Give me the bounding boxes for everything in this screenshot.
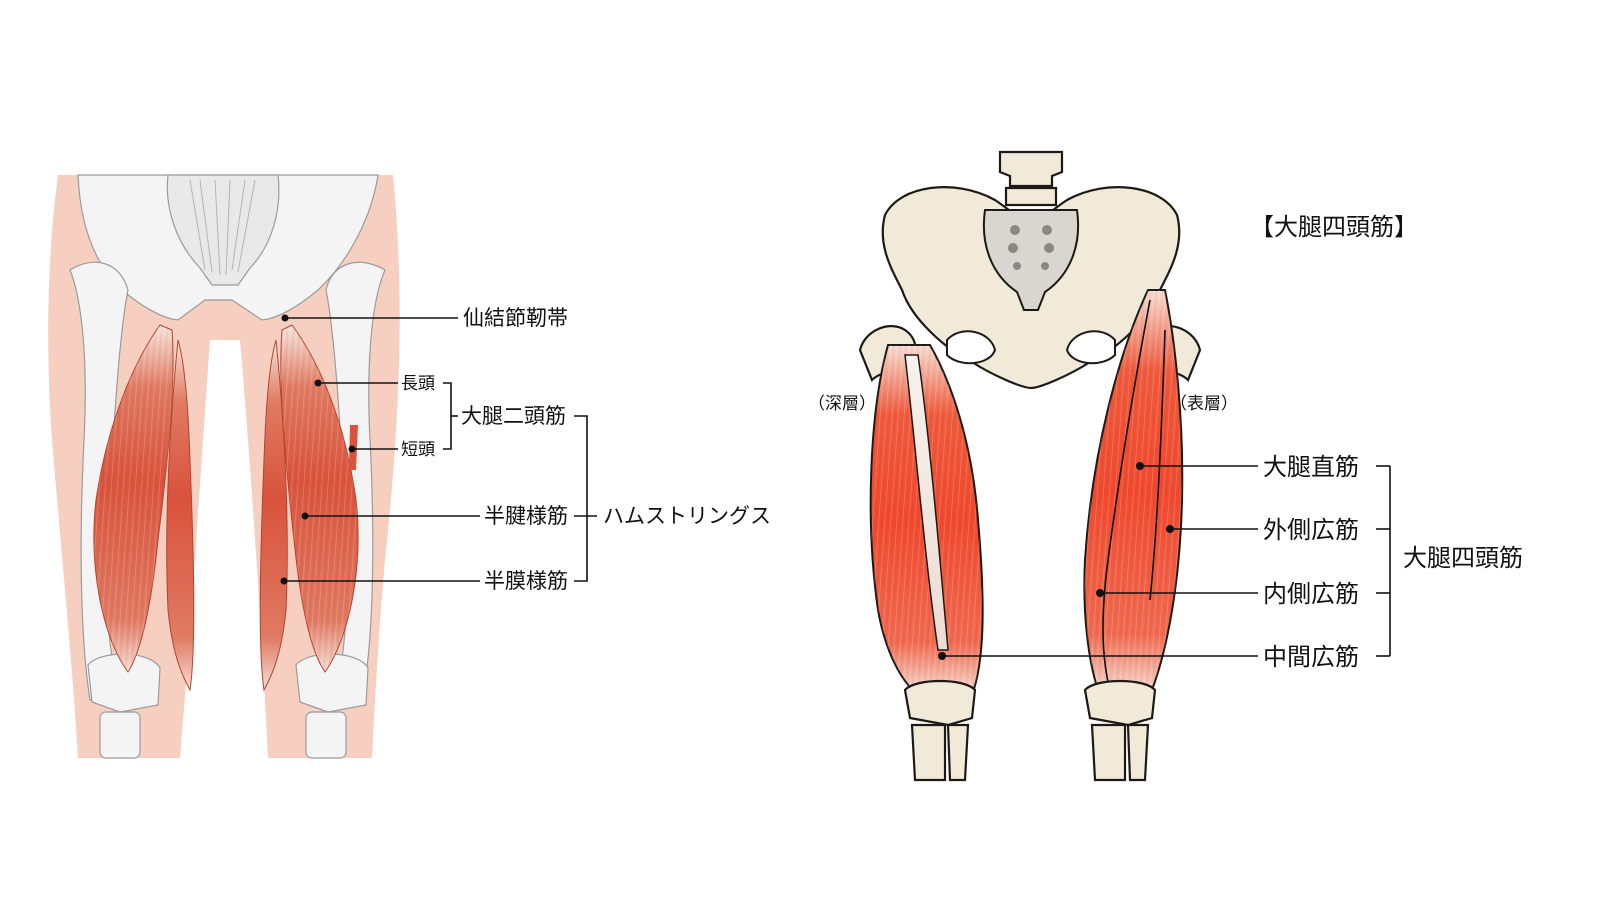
sacrum bbox=[983, 209, 1079, 311]
label-vastus-lateralis: 外側広筋 bbox=[1263, 516, 1359, 544]
hamstrings-left-inner bbox=[166, 339, 195, 692]
label-quadriceps: 大腿四頭筋 bbox=[1403, 544, 1523, 572]
label-superficial-layer: （表層） bbox=[1170, 394, 1238, 414]
label-long-head: 長頭 bbox=[401, 374, 435, 394]
posterior-view: 仙結節靭帯 長頭 短頭 大腿二頭筋 半腱様筋 半膜様筋 ハムストリングス bbox=[48, 174, 771, 759]
label-deep-layer: （深層） bbox=[808, 394, 876, 414]
label-semimembranosus: 半膜様筋 bbox=[484, 569, 568, 593]
label-short-head: 短頭 bbox=[401, 440, 435, 460]
posterior-leaders bbox=[280, 314, 597, 585]
label-semitendinosus: 半腱様筋 bbox=[484, 504, 568, 528]
lumbar-vertebra bbox=[998, 150, 1064, 188]
label-vastus-intermedius: 中間広筋 bbox=[1263, 643, 1359, 671]
label-sacrotuberous-ligament: 仙結節靭帯 bbox=[463, 306, 568, 330]
label-biceps-femoris: 大腿二頭筋 bbox=[461, 404, 566, 428]
hamstrings-right-inner bbox=[259, 339, 288, 692]
anterior-leaders bbox=[938, 462, 1391, 660]
label-vastus-medialis: 内側広筋 bbox=[1263, 580, 1359, 608]
femur-shaft-left bbox=[904, 354, 949, 651]
figure-title: 【大腿四頭筋】 bbox=[1250, 213, 1418, 241]
label-rectus-femoris: 大腿直筋 bbox=[1263, 453, 1359, 481]
anterior-view: 【大腿四頭筋】 （深層） （表層） 大腿直筋 外側広筋 内側広筋 中間広筋 大腿… bbox=[808, 150, 1523, 782]
label-hamstrings: ハムストリングス bbox=[603, 504, 771, 528]
